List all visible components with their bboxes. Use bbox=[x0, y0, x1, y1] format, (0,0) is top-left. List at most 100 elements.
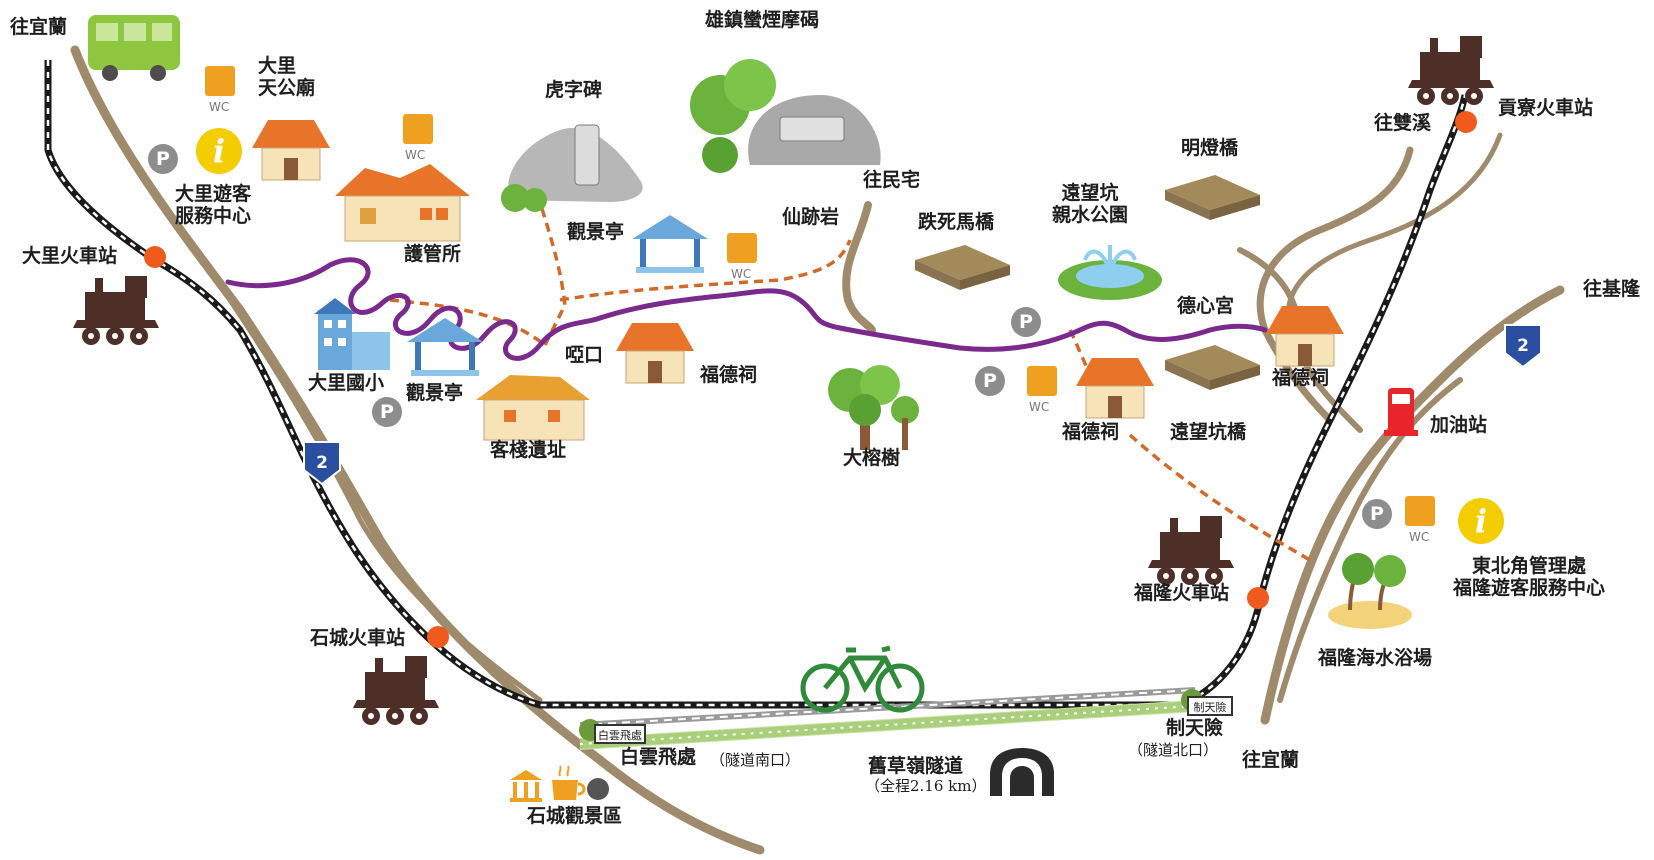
label-dali-school: 大里國小 bbox=[308, 372, 385, 394]
train-icon-shicheng bbox=[353, 656, 439, 725]
pavilion-icon-2 bbox=[407, 318, 483, 376]
wc-label-dali: WC bbox=[209, 100, 230, 114]
label-xianji-rock: 仙跡岩 bbox=[782, 206, 840, 228]
parking-icon-fulong: P bbox=[1362, 499, 1392, 529]
label-to-residence: 往民宅 bbox=[863, 169, 921, 191]
label-old-tunnel: 舊草嶺隧道 bbox=[868, 755, 964, 777]
school-icon bbox=[314, 298, 390, 370]
parking-icon-dali: P bbox=[148, 144, 178, 174]
house-icon-ranger-station bbox=[335, 164, 470, 242]
label-fude-temple-1: 福德祠 bbox=[700, 364, 758, 386]
label-dali-station: 大里火車站 bbox=[22, 245, 118, 267]
label-fulong-station: 福隆火車站 bbox=[1134, 582, 1230, 604]
label-inn-ruins: 客棧遺址 bbox=[490, 439, 567, 461]
label-south-entrance: （隧道南口） bbox=[710, 751, 801, 769]
label-dali-visitor-center: 大里遊客 服務中心 bbox=[175, 183, 252, 227]
river-east-main bbox=[1260, 285, 1565, 725]
river-west bbox=[70, 45, 765, 855]
fountain-icon bbox=[1058, 245, 1162, 300]
train-icon-fulong bbox=[1148, 516, 1234, 585]
train-icon-dali bbox=[73, 276, 159, 345]
cafe-icon bbox=[552, 765, 586, 800]
label-north-entrance: （隧道北口） bbox=[1128, 741, 1219, 759]
plaque-south: 白雲飛處 bbox=[594, 724, 646, 744]
label-banyan-tree: 大榕樹 bbox=[843, 447, 901, 469]
tiger-stele-icon bbox=[501, 124, 643, 212]
highway-number-east: 2 bbox=[1517, 336, 1529, 356]
rivers bbox=[70, 45, 1565, 855]
pavilion-icon-1 bbox=[632, 215, 708, 273]
label-zhitianxian: 制天險 bbox=[1166, 717, 1224, 739]
parking-icon-school: P bbox=[372, 397, 402, 427]
station-dot-dali bbox=[144, 246, 166, 268]
wc-icon-east bbox=[1027, 366, 1057, 396]
station-dot-gongliao bbox=[1455, 111, 1477, 133]
house-icon-fude-2 bbox=[1076, 358, 1154, 419]
label-fude-temple-3: 福德祠 bbox=[1272, 367, 1330, 389]
railway bbox=[44, 60, 1469, 709]
river-west-branch bbox=[227, 297, 543, 703]
label-ranger-station: 護管所 bbox=[404, 243, 462, 265]
tunnel-portal-icon bbox=[990, 748, 1054, 796]
bridge-icon-yuanwangkeng bbox=[1165, 345, 1260, 390]
station-dot-shicheng bbox=[427, 626, 449, 648]
info-icon-dali: i bbox=[196, 128, 242, 174]
station-dots bbox=[144, 111, 1477, 648]
label-to-keelung: 往基隆 bbox=[1583, 278, 1641, 300]
train-icon-gongliao bbox=[1408, 36, 1494, 105]
viewpoint-dot bbox=[587, 778, 609, 800]
label-gas-station: 加油站 bbox=[1430, 414, 1488, 436]
plaque-south-text: 白雲飛處 bbox=[598, 728, 642, 742]
bicycle-icon bbox=[800, 645, 925, 713]
tunnel-bike-path bbox=[579, 687, 1203, 750]
highway-badge-west: 2 bbox=[303, 441, 341, 486]
label-to-yilan-nw: 往宜蘭 bbox=[10, 16, 68, 38]
highway-number-west: 2 bbox=[316, 453, 328, 473]
plaque-north: 制天險 bbox=[1187, 696, 1233, 716]
wc-label-east: WC bbox=[1029, 400, 1050, 414]
wc-label-middle: WC bbox=[731, 267, 752, 281]
station-dot-fulong bbox=[1247, 587, 1269, 609]
house-icon-fude-3 bbox=[1266, 306, 1344, 367]
label-viewing-pavilion-1: 觀景亭 bbox=[567, 221, 625, 243]
parking-icon-trail: P bbox=[1011, 307, 1041, 337]
parking-icon-east: P bbox=[975, 366, 1005, 396]
label-to-yilan-se: 往宜蘭 bbox=[1242, 749, 1300, 771]
label-yuanwangkeng-bridge: 遠望坑橋 bbox=[1170, 421, 1247, 443]
label-dieshi-bridge: 跌死馬橋 bbox=[918, 211, 995, 233]
label-viewing-pavilion-2: 觀景亭 bbox=[406, 382, 464, 404]
label-fude-temple-2: 福德祠 bbox=[1062, 421, 1120, 443]
label-to-shuangxi: 往雙溪 bbox=[1374, 112, 1432, 134]
wc-icon-dali bbox=[205, 66, 235, 96]
bus-icon bbox=[88, 15, 180, 81]
bridge-icon-mingdeng bbox=[1165, 175, 1260, 220]
label-gongliao-station: 貢寮火車站 bbox=[1498, 97, 1594, 119]
bridge-icon-dieshi bbox=[915, 245, 1010, 290]
wc-label-ranger: WC bbox=[405, 148, 426, 162]
label-yakou: 啞口 bbox=[565, 344, 604, 366]
river-east-branch bbox=[1277, 377, 1463, 703]
beach-icon bbox=[1328, 553, 1412, 629]
xiongzhen-stele-icon bbox=[690, 59, 881, 173]
label-tiger-stele: 虎字碑 bbox=[545, 79, 603, 101]
plaque-north-text: 制天險 bbox=[1194, 700, 1227, 714]
info-icon-fulong: i bbox=[1458, 498, 1504, 544]
river-xianji bbox=[842, 201, 876, 334]
label-northeast-admin: 東北角管理處 福隆遊客服務中心 bbox=[1453, 555, 1606, 599]
wc-label-fulong: WC bbox=[1409, 530, 1430, 544]
house-icon-dali-temple bbox=[252, 120, 330, 181]
label-xiongzhen-stele: 雄鎮蠻煙摩碣 bbox=[705, 9, 820, 31]
wc-icon-fulong bbox=[1405, 496, 1435, 526]
label-shicheng-station: 石城火車站 bbox=[310, 627, 406, 649]
wc-icon-middle bbox=[727, 233, 757, 263]
label-dali-temple: 大里 天公廟 bbox=[258, 55, 316, 99]
label-mingdeng-bridge: 明燈橋 bbox=[1181, 137, 1239, 159]
house-icon-fude-1 bbox=[616, 323, 694, 384]
wc-icon-ranger bbox=[403, 114, 433, 144]
label-shicheng-viewpoint: 石城觀景區 bbox=[527, 805, 623, 827]
highway-badge-east: 2 bbox=[1504, 324, 1542, 369]
label-baiyun-feichu: 白雲飛處 bbox=[620, 746, 697, 768]
label-fulong-beach: 福隆海水浴場 bbox=[1318, 647, 1433, 669]
